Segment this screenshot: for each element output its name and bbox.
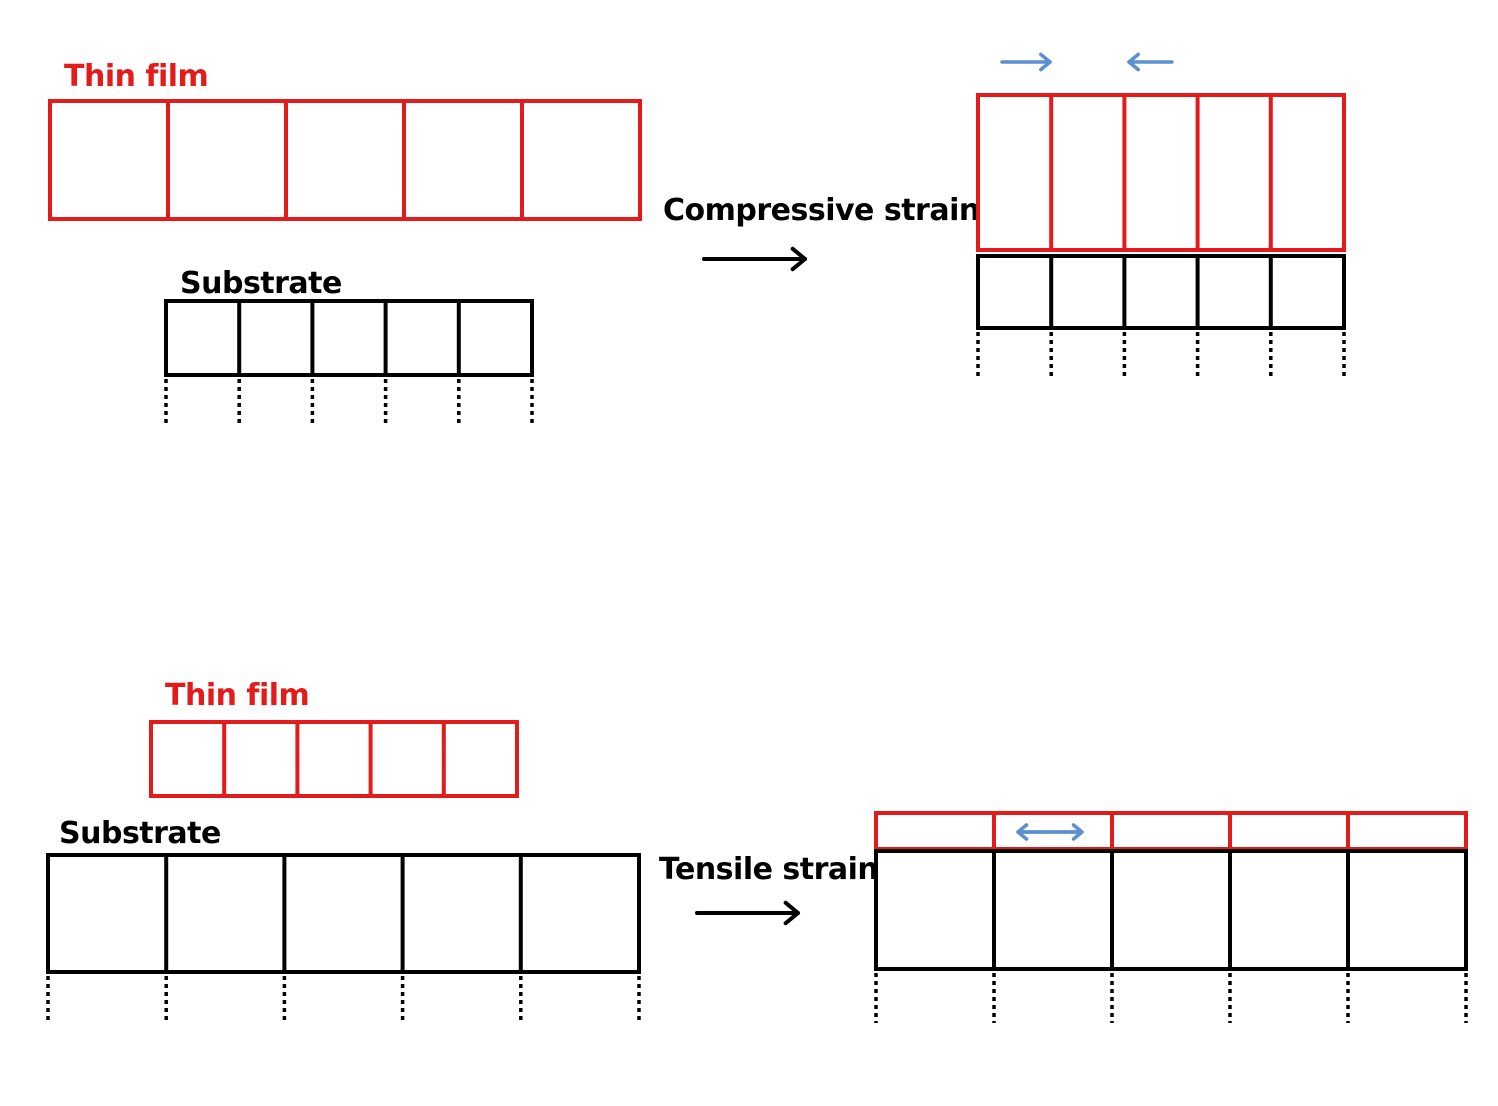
compressive-process-arrow xyxy=(702,246,807,272)
tensile-film-strained xyxy=(874,811,1468,851)
film-cell-outline xyxy=(976,93,1346,252)
tensile-film-label: Thin film xyxy=(165,678,309,713)
process-arrow-head xyxy=(790,246,807,272)
compressive-film-label: Thin film xyxy=(64,59,208,94)
film-cell-outline xyxy=(48,99,642,221)
tensile-substrate-label: Substrate xyxy=(59,816,221,851)
substrate-cell-outline xyxy=(164,299,534,377)
compressive-substrate-initial xyxy=(164,299,534,425)
tension-arrow-head xyxy=(1016,823,1029,841)
tensile-panel: Thin film Substrate Tensile strain xyxy=(46,678,1468,1024)
compression-arrow-head xyxy=(1039,52,1052,72)
substrate-cell-outline xyxy=(976,254,1346,330)
tensile-strain-double-arrow xyxy=(1016,823,1084,841)
compression-arrow-head xyxy=(1127,52,1140,72)
compressive-panel: Thin film Substrate Compressive strain xyxy=(48,52,1346,425)
tensile-process-arrow xyxy=(695,900,800,926)
substrate-cell-outline xyxy=(874,849,1468,971)
tensile-substrate-initial xyxy=(46,853,641,1024)
compressive-film-strained xyxy=(976,93,1346,252)
tensile-film-initial xyxy=(149,720,519,798)
compressive-film-initial xyxy=(48,99,642,221)
film-cell-outline xyxy=(874,811,1468,851)
compressive-substrate-label: Substrate xyxy=(180,266,342,301)
process-arrow-head xyxy=(783,900,800,926)
compressive-strain-arrow-left xyxy=(1127,52,1174,72)
compressive-substrate-strained xyxy=(976,254,1346,380)
compressive-strain-label: Compressive strain xyxy=(663,193,980,228)
tensile-strain-label: Tensile strain xyxy=(659,852,878,887)
tension-arrow-head xyxy=(1071,823,1084,841)
compressive-strain-arrow-right xyxy=(1000,52,1052,72)
film-cell-outline xyxy=(149,720,519,798)
tensile-substrate-strained xyxy=(874,849,1468,1023)
substrate-cell-outline xyxy=(46,853,641,974)
